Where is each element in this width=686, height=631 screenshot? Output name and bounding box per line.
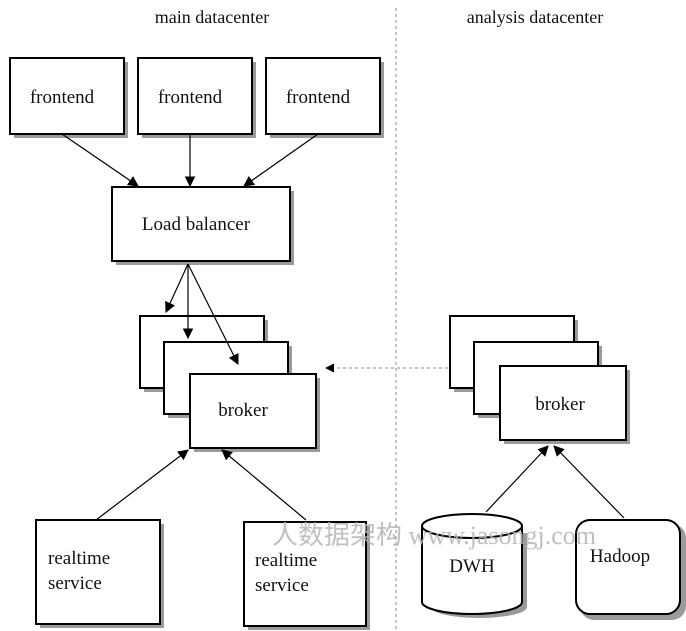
edge-lb-to-broker-1 xyxy=(165,263,189,313)
watermark-text: 人数据架构 www.jasongj.com xyxy=(272,521,596,550)
broker-stack-analysis: broker xyxy=(449,315,630,444)
edge-frontend3-to-lb xyxy=(243,133,319,187)
frontend-node-1: frontend xyxy=(9,57,128,138)
load-balancer-label: Load balancer xyxy=(142,214,251,235)
broker-stack-main: broker xyxy=(139,315,320,452)
broker-main-label: broker xyxy=(218,400,268,421)
broker-analysis-label: broker xyxy=(535,394,585,415)
section-title-analysis: analysis datacenter xyxy=(467,7,603,27)
realtime-service-node-1: realtime service xyxy=(35,519,164,628)
edge-hadoop-to-broker xyxy=(553,445,625,519)
frontend-label-1: frontend xyxy=(30,87,95,108)
load-balancer-node: Load balancer xyxy=(111,186,294,265)
edge-realtime1-to-broker xyxy=(95,449,189,521)
frontend-label-3: frontend xyxy=(286,87,351,108)
hadoop-node: Hadoop xyxy=(575,519,686,620)
section-title-main: main datacenter xyxy=(155,7,269,27)
realtime-service-label-1: realtime service xyxy=(48,548,115,594)
edge-lb-to-broker-3 xyxy=(187,263,239,365)
realtime-service-node-2: realtime service xyxy=(243,521,370,630)
dwh-label: DWH xyxy=(449,556,495,577)
frontend-node-3: frontend xyxy=(265,57,384,138)
realtime-service-label-2: realtime service xyxy=(255,550,322,596)
frontend-node-2: frontend xyxy=(137,57,256,138)
edge-frontend1-to-lb xyxy=(61,133,139,187)
dwh-database-node: DWH xyxy=(421,513,527,618)
edge-realtime2-to-broker xyxy=(221,449,307,521)
frontend-label-2: frontend xyxy=(158,87,223,108)
edge-dwh-to-broker xyxy=(485,445,549,513)
hadoop-label: Hadoop xyxy=(590,546,650,567)
